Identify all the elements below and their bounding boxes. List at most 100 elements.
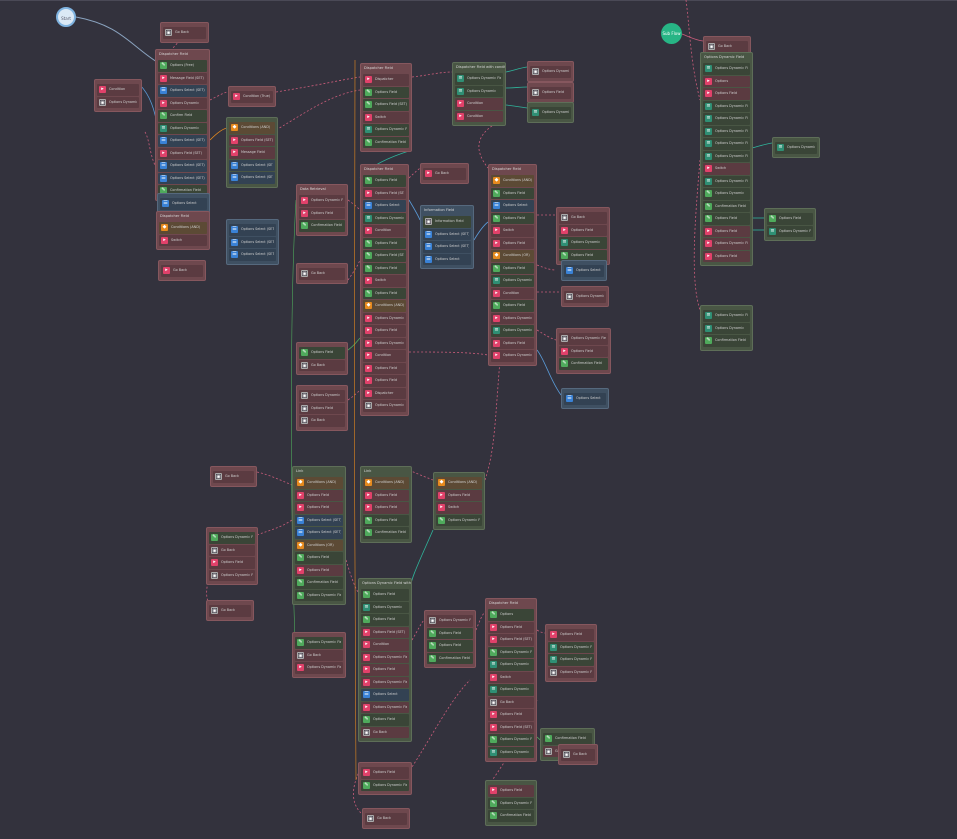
node-row[interactable]: ▸Options Dynamic Field	[491, 350, 534, 362]
node-row[interactable]: ≡Options Dynamic	[488, 746, 534, 758]
node-row[interactable]: ✎Options Field	[363, 262, 406, 274]
node-row[interactable]: ✎Confirmation Field	[559, 358, 608, 370]
node-row[interactable]: ☰Options Select (SET)	[158, 172, 207, 184]
start-node[interactable]: Start	[56, 7, 76, 27]
node-row[interactable]: ☰Options Select (SET)	[158, 135, 207, 147]
node-row[interactable]: ▸Options Field	[559, 224, 607, 236]
node-row[interactable]: ✎Options Field	[491, 187, 534, 199]
node-row[interactable]: ✎Options Field	[703, 213, 750, 225]
node-row[interactable]: ≡Options Dynamic	[488, 659, 534, 671]
node-row[interactable]: ▸Options Field (SET)	[488, 721, 534, 733]
flow-node[interactable]: ▸Condition (True)	[228, 86, 276, 107]
node-row[interactable]: ✎Options Field (SET)	[363, 250, 406, 262]
flow-node[interactable]: ◆Conditions (AND)▸Options Field (SET)▸Me…	[226, 117, 278, 188]
node-row[interactable]: ▸Options Field	[363, 502, 409, 514]
flow-node[interactable]: ☰Options Select	[561, 388, 609, 409]
node-row[interactable]: ≡Options Dynamic Field	[548, 654, 594, 666]
node-row[interactable]: ▣Go Back	[299, 359, 345, 371]
flow-node[interactable]: Link◆Conditions (AND)▸Options Field▸Opti…	[360, 466, 412, 543]
node-row[interactable]: ✎Options Field	[559, 249, 607, 261]
node-row[interactable]: ✎Confirmation Field	[363, 136, 409, 148]
node-row[interactable]: ✎Options Dynamic Field	[295, 589, 343, 601]
node-row[interactable]: ▣Go Back	[561, 749, 595, 761]
node-row[interactable]: ✎Options Dynamic Field	[361, 779, 409, 791]
node-row[interactable]: ▸Options Dynamic Field (SET)	[363, 337, 406, 349]
node-row[interactable]: ▸Options Dynamic	[158, 97, 207, 109]
flow-node[interactable]: ≡Options Dynamic Field	[527, 102, 574, 123]
node-row[interactable]: ▣Go Back	[559, 212, 607, 224]
node-row[interactable]: ✎Options Field	[363, 175, 406, 187]
flow-node[interactable]: ✎Options Dynamic Field▣Go Back▸Options D…	[292, 632, 346, 678]
node-row[interactable]: ▸Condition	[363, 225, 406, 237]
node-row[interactable]: ▸Condition	[455, 110, 503, 122]
node-row[interactable]: ▸Go Back	[161, 265, 203, 277]
node-row[interactable]: ▸Options Field (SET)	[363, 187, 406, 199]
flow-node[interactable]: ▣Go Back	[558, 744, 598, 765]
node-row[interactable]: ▣Options Field	[299, 402, 345, 414]
node-row[interactable]: ≡Options Dynamic Field	[767, 225, 813, 237]
flow-node[interactable]: ▣Go Back	[362, 808, 410, 829]
node-row[interactable]: ▣Go Back	[295, 649, 343, 661]
node-row[interactable]: ▸Dispatcher	[363, 387, 406, 399]
node-row[interactable]: ◆Conditions (AND)	[436, 477, 482, 489]
flow-node[interactable]: ▣Options Dynamic	[527, 61, 574, 82]
node-row[interactable]: ▸Options Dynamic Field	[703, 238, 750, 250]
node-row[interactable]: ✎Options Field (SET)	[363, 99, 409, 111]
node-row[interactable]: ▣Go Back	[488, 696, 534, 708]
node-row[interactable]: ✎Confirmation Field	[703, 200, 750, 212]
node-row[interactable]: ▸Switch	[703, 163, 750, 175]
flow-node[interactable]: ▣Go Back▸Options Field≡Options Dynamic✎O…	[556, 207, 610, 265]
flow-node[interactable]: ▣Options Dynamic▣Options Field▣Go Back	[296, 385, 348, 431]
node-row[interactable]: ▣Options Dynamic Field	[559, 333, 608, 345]
node-row[interactable]: ▸Options Dynamic Field	[295, 662, 343, 674]
node-row[interactable]: ▸Options Field (SET)	[229, 134, 275, 146]
flow-node[interactable]: ▣Options Field	[527, 82, 574, 103]
flow-node[interactable]: ▣Options Dynamic Field▸Options Field✎Con…	[556, 328, 611, 374]
node-row[interactable]: ☰Options Select	[423, 253, 471, 265]
node-row[interactable]: ▸Options Field	[209, 557, 255, 569]
flow-node[interactable]: ▣Go Back	[160, 22, 209, 43]
node-row[interactable]: ▸Options Field	[548, 629, 594, 641]
node-row[interactable]: ▸Options Field	[488, 621, 534, 633]
node-row[interactable]: ✎Options Dynamic Field	[488, 646, 534, 658]
node-row[interactable]: ▸Options Dynamic Field	[361, 701, 409, 713]
node-row[interactable]: ▸Options Field	[488, 785, 534, 797]
node-row[interactable]: ▸Options Field	[295, 502, 343, 514]
node-row[interactable]: ▸Options Field	[491, 237, 534, 249]
node-row[interactable]: ≡Options Dynamic Field	[703, 310, 750, 322]
node-row[interactable]: ✎Confirm Field	[158, 110, 207, 122]
node-row[interactable]: ▣Options Dynamic	[564, 291, 606, 303]
node-row[interactable]: ▸Go Back	[423, 168, 466, 180]
node-row[interactable]: ▸Options Field	[363, 489, 409, 501]
node-row[interactable]: ▣Go Back	[706, 41, 748, 53]
node-row[interactable]: ▸Dispatcher	[363, 74, 409, 86]
flow-node[interactable]: Dispatcher Field◆Conditions (AND)✎Option…	[488, 164, 537, 366]
node-row[interactable]: ≡Options Dynamic	[361, 601, 409, 613]
node-row[interactable]: ☰Options Select	[564, 265, 604, 277]
flow-node[interactable]: Dispatcher Field✎Options▸Options Field▸O…	[485, 598, 537, 762]
flow-node[interactable]: ✎Options Field≡Options Dynamic Field	[764, 208, 816, 241]
node-row[interactable]: ≡Options Dynamic Field	[548, 641, 594, 653]
node-row[interactable]: ▣Go Back	[299, 268, 345, 280]
node-row[interactable]: ▣Go Back	[299, 415, 345, 427]
node-row[interactable]: ▣Options Dynamic Field	[209, 569, 255, 581]
node-row[interactable]: ▸Options Field	[361, 664, 409, 676]
node-row[interactable]: ≡Options Dynamic	[559, 237, 607, 249]
node-row[interactable]: ≡Options Dynamic Field	[363, 124, 409, 136]
node-row[interactable]: ▸Switch	[491, 225, 534, 237]
node-row[interactable]: ≡Options Dynamic Field	[775, 142, 817, 154]
node-row[interactable]: ▸Switch	[159, 234, 207, 246]
node-row[interactable]: ▸Condition	[361, 639, 409, 651]
flow-node[interactable]: ☰Options Select	[157, 193, 210, 214]
node-row[interactable]: ▸Options Dynamic Field	[491, 312, 534, 324]
node-row[interactable]: ▸Options Field	[703, 225, 750, 237]
node-row[interactable]: ◆Conditions (AND)	[229, 122, 275, 134]
node-row[interactable]: ▣Options Dynamic Field	[363, 400, 406, 412]
node-row[interactable]: ≡Options Dynamic Field	[703, 138, 750, 150]
node-row[interactable]: ▣Options Dynamic Field	[427, 615, 473, 627]
node-row[interactable]: ☰Options Select (SET)	[229, 249, 276, 261]
flow-node[interactable]: ▣Go Back	[296, 263, 348, 284]
node-row[interactable]: ≡Options Dynamic Field	[455, 73, 503, 85]
node-row[interactable]: ≡Options Dynamic Field	[703, 100, 750, 112]
node-row[interactable]: ☰Options Select (SET)	[158, 160, 207, 172]
